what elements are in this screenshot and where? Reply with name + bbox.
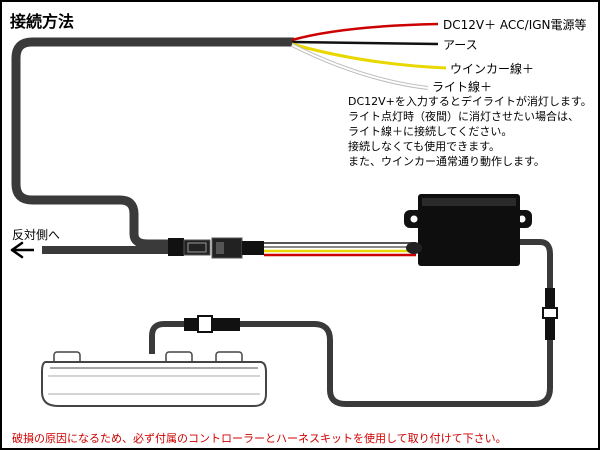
- note-line: DC12V+を入力するとデイライトが消灯します。: [348, 95, 592, 108]
- wire-label-winker: ウインカー線＋: [450, 62, 535, 76]
- main-cable: [11, 37, 294, 249]
- wire-label-ground: アース: [443, 38, 478, 52]
- wire-yellow: [291, 42, 447, 70]
- note-line: 接続しなくても使用できます。: [348, 140, 501, 153]
- daylight-lamp: [41, 351, 267, 407]
- lamp-connector-left: [184, 315, 240, 333]
- note-line: ライト線＋に接続してください。: [348, 125, 513, 138]
- main-connector: [168, 237, 264, 259]
- wire-black: [291, 40, 439, 46]
- note-text: DC12V+を入力するとデイライトが消灯します。 ライト点灯時（夜間）に消灯させ…: [348, 94, 592, 169]
- note-line: また、ウインカー通常通り動作します。: [348, 155, 545, 168]
- lamp-cable-right: [240, 321, 553, 407]
- wire-label-light: ライト線＋: [432, 80, 493, 94]
- warning-text: 破損の原因になるため、必ず付属のコントローラーとハーネスキットを使用して取り付け…: [12, 432, 507, 445]
- note-line: ライト点灯時（夜間）に消灯させたい場合は、: [348, 110, 579, 123]
- controller-box: [404, 194, 532, 266]
- side-label: 反対側へ: [12, 228, 61, 242]
- wire-red: [291, 22, 439, 42]
- lamp-cable-left: [149, 321, 184, 354]
- left-arrow-icon: [10, 241, 34, 259]
- wire-label-dc12v: DC12V＋ ACC/IGN電源等: [443, 18, 587, 32]
- controller-cable: [520, 239, 553, 292]
- page-title: 接続方法: [10, 12, 75, 31]
- lamp-connector-right: [542, 288, 558, 340]
